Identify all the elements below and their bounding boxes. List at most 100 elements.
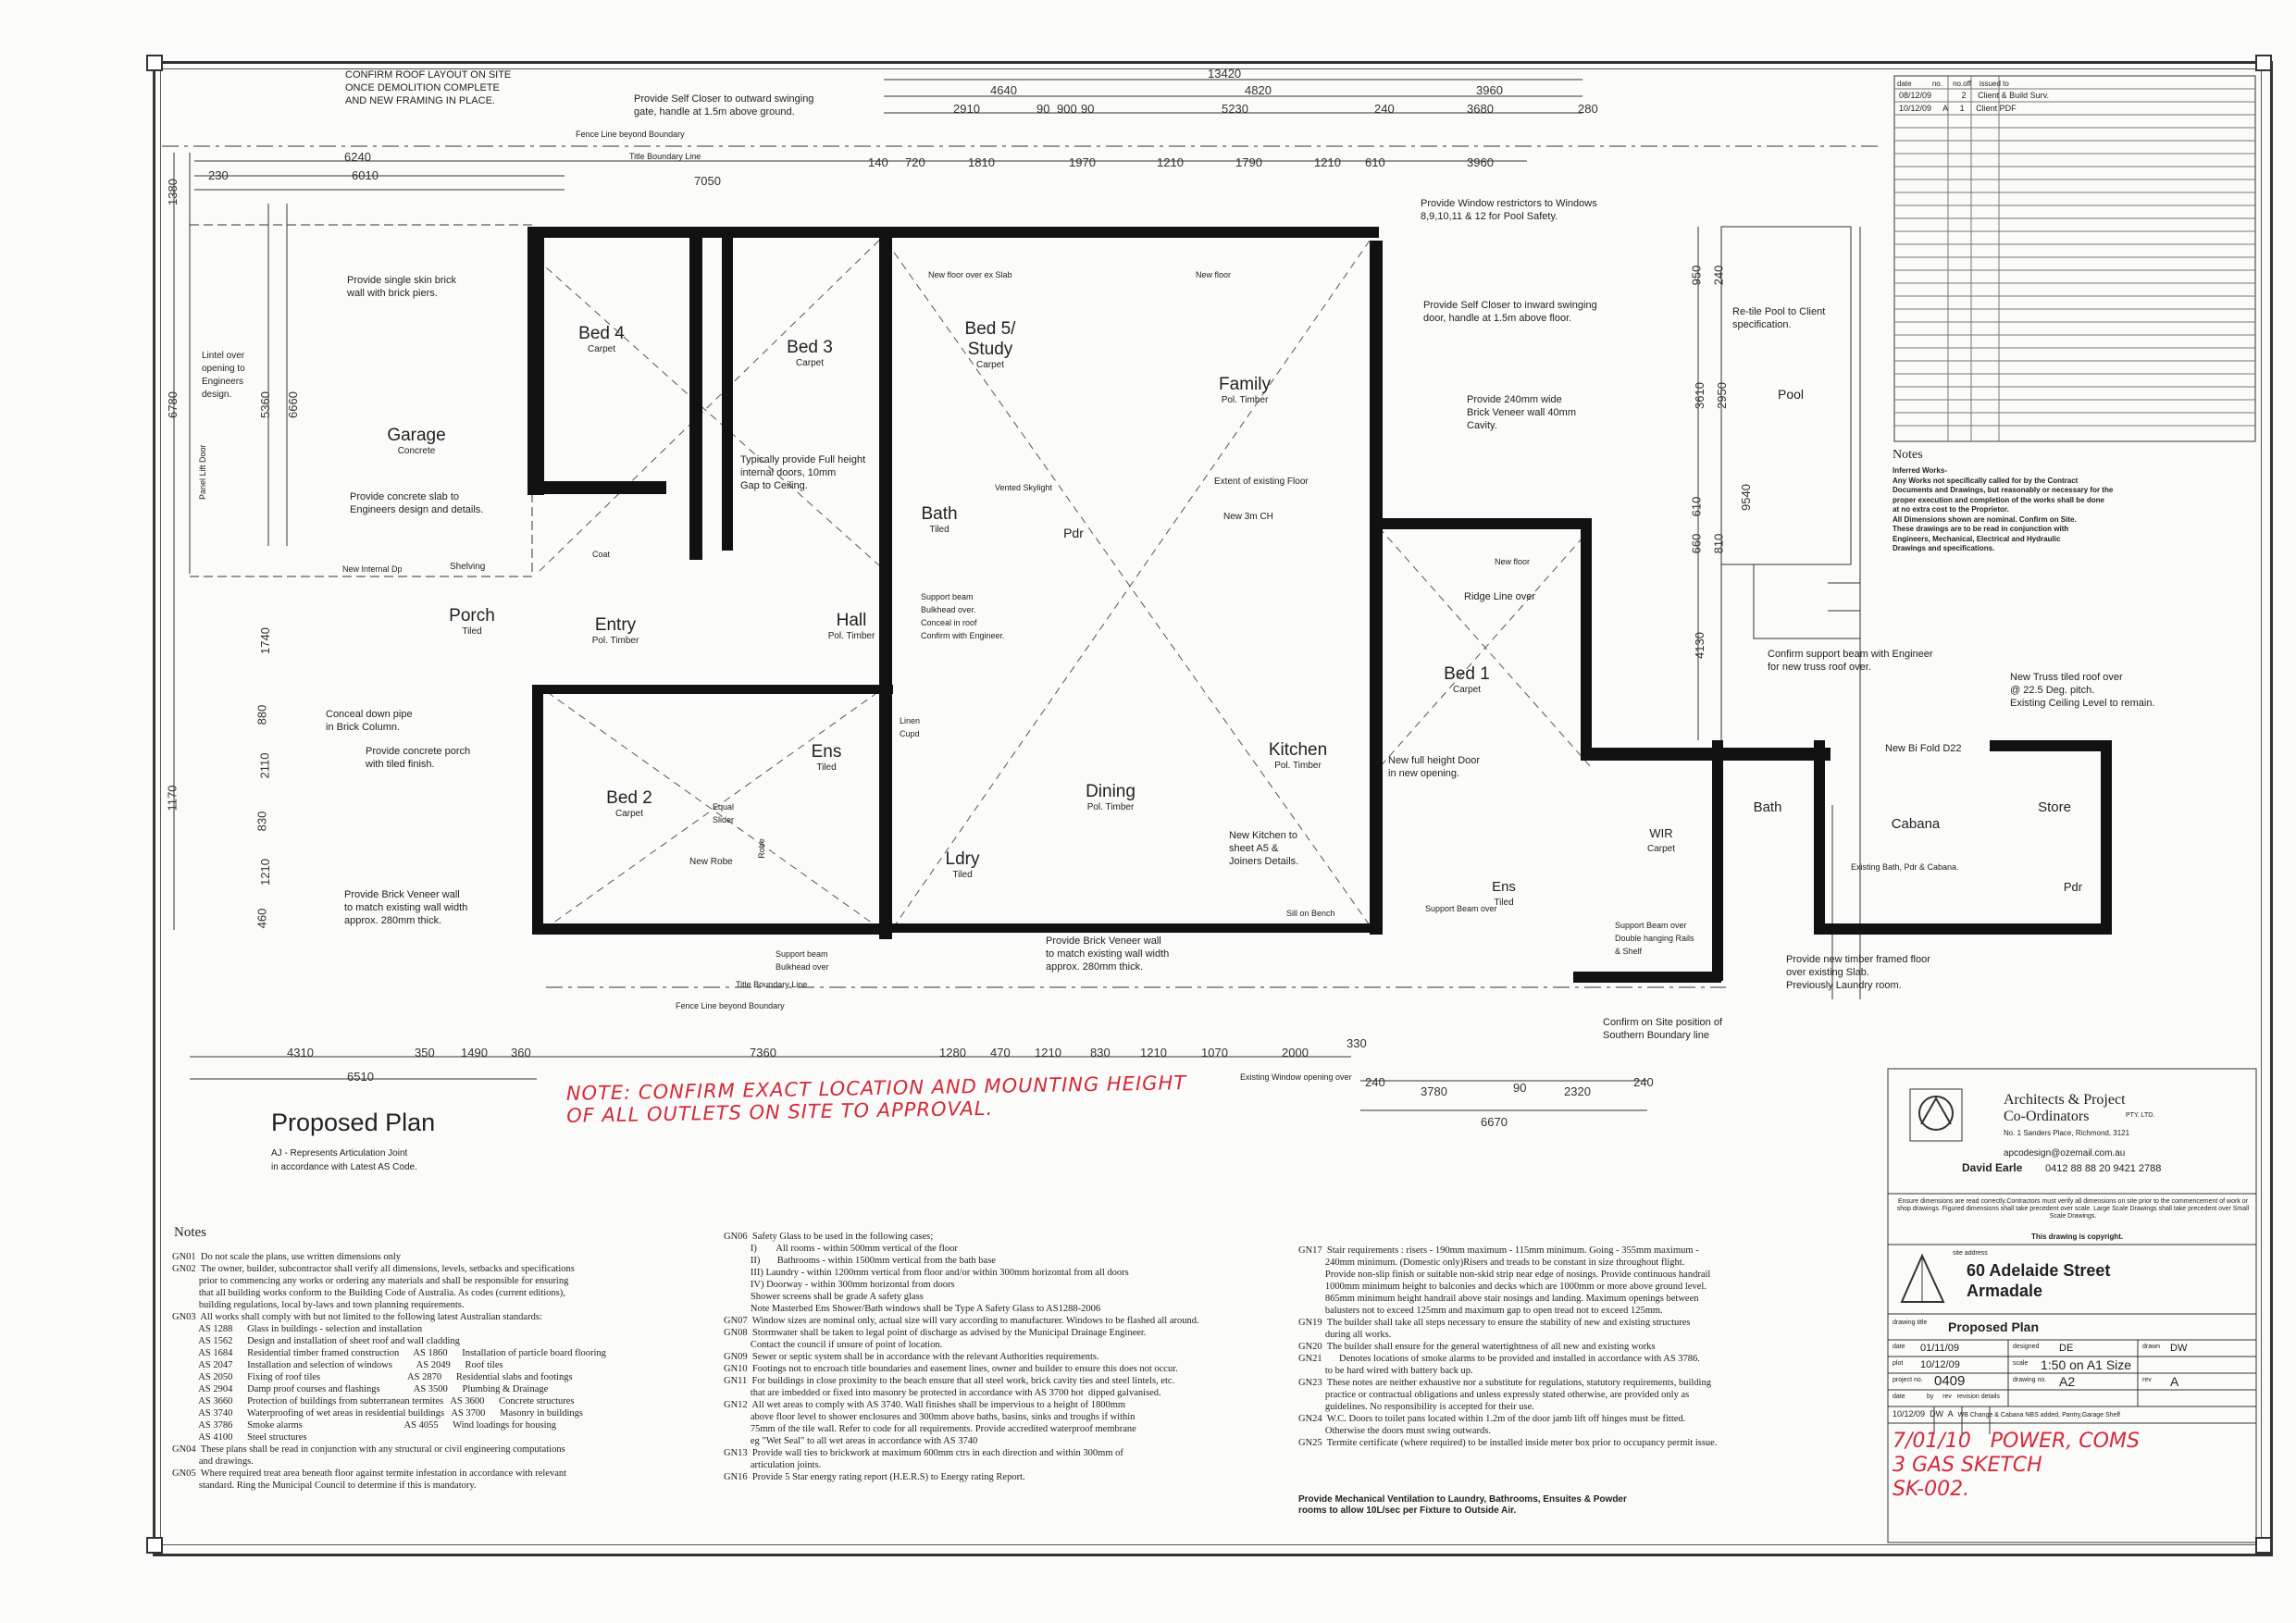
- general-note-line: GN04 These plans shall be read in conjun…: [172, 1444, 565, 1455]
- copyright: This drawing is copyright.: [2031, 1233, 2124, 1241]
- dim-right: 660: [1689, 533, 1704, 554]
- dim-top: 7050: [694, 174, 721, 188]
- dim-bottom: 3780: [1421, 1084, 1447, 1098]
- dim-bottom: 1210: [1140, 1046, 1167, 1059]
- dim-top: 90: [1081, 102, 1095, 116]
- room-pool: Pool: [1777, 387, 1805, 402]
- annotation: Panel Lift Door: [198, 444, 207, 500]
- dim-bottom: 4310: [287, 1046, 314, 1059]
- annotation: New full height Door in new opening.: [1388, 755, 1481, 779]
- annotation: New Truss tiled roof over @ 22.5 Deg. pi…: [2010, 672, 2155, 709]
- rev-table-header: date by rev revision details: [1893, 1394, 2000, 1400]
- dim-top: 4640: [990, 83, 1017, 97]
- annotation: Confirm support beam with Engineer for n…: [1768, 649, 1933, 673]
- general-note-line: AS 1562 Design and installation of sheet…: [172, 1336, 460, 1346]
- corner-marker: [146, 1537, 163, 1554]
- annotation: Support Beam over Double hanging Rails &…: [1615, 921, 1694, 956]
- dim-right: 4130: [1692, 632, 1706, 659]
- dim-top: 1970: [1069, 155, 1096, 169]
- dim-top: 3680: [1467, 102, 1494, 116]
- annotation: Equal Slider: [713, 802, 735, 824]
- dim-right: 950: [1689, 265, 1704, 286]
- sheet-border: [153, 61, 2273, 1556]
- dim-bottom: 360: [511, 1046, 531, 1059]
- general-note-line: GN10 Footings not to encroach title boun…: [724, 1364, 1178, 1374]
- general-note-line: 75mm of the tile wall. Refer to code for…: [724, 1424, 1136, 1434]
- dim-left: 5360: [257, 391, 272, 418]
- dim-bottom: 1490: [461, 1046, 488, 1059]
- company-person: David Earle: [1962, 1161, 2023, 1174]
- annotation: New 3m CH: [1223, 512, 1273, 522]
- corner-marker: [146, 55, 163, 71]
- side-note-line: All Dimensions shown are nominal. Confir…: [1893, 514, 2077, 524]
- rev-row: 10/12/09 A 1 Client PDF: [1899, 104, 2017, 113]
- dim-top: 900: [1057, 102, 1077, 116]
- dim-bottom: 7360: [750, 1046, 776, 1059]
- general-note-line: AS 1684 Residential timber framed constr…: [172, 1348, 606, 1358]
- general-note-line: GN17 Stair requirements : risers - 190mm…: [1298, 1245, 1699, 1256]
- plot-label: plot: [1893, 1360, 1904, 1367]
- annotation: Sill on Bench: [1286, 909, 1335, 918]
- dim-left: 880: [254, 704, 269, 725]
- company-logo: [1909, 1088, 1963, 1142]
- annotation: CONFIRM ROOF LAYOUT ON SITE ONCE DEMOLIT…: [345, 69, 512, 106]
- annotation: Coat: [592, 550, 611, 559]
- rev-table-headers: date no. no.off issued to: [1897, 80, 2009, 88]
- annotation: Fence Line beyond Boundary: [576, 130, 685, 139]
- drawing-title: Proposed Plan: [1948, 1319, 2040, 1334]
- general-note-line: to be hard wired with battery back up.: [1298, 1366, 1473, 1376]
- annotation: New floor: [1495, 557, 1531, 566]
- dim-overall: 13420: [1208, 67, 1242, 81]
- general-note-line: above floor level to shower enclosures a…: [724, 1412, 1136, 1422]
- annotation: Existing Window opening over: [1240, 1072, 1352, 1082]
- side-note-line: Drawings and specifications.: [1893, 544, 1995, 552]
- general-notes-col2: GN06 Safety Glass to be used in the foll…: [724, 1231, 1199, 1483]
- drawing-title-label: drawing title: [1893, 1319, 1928, 1326]
- general-note-line: AS 3786 Smoke alarms AS 4055 Wind loadin…: [172, 1420, 557, 1431]
- dim-bottom: 6510: [347, 1070, 374, 1084]
- side-note-line: Any Works not specifically called for by…: [1893, 476, 2079, 485]
- dim-right: 2950: [1714, 382, 1729, 409]
- general-note-line: GN03 All works shall comply with but not…: [172, 1312, 542, 1322]
- general-note-line: 240mm minimum. (Domestic only)Risers and…: [1298, 1258, 1685, 1268]
- side-note-line: proper execution and completion of the w…: [1893, 495, 2104, 504]
- general-note-line: AS 2047 Installation and selection of wi…: [172, 1360, 503, 1370]
- company-pty: PTY. LTD.: [2126, 1112, 2155, 1119]
- general-note-line: AS 2050 Fixing of roof tiles AS 2870 Res…: [172, 1372, 573, 1382]
- dim-top: 280: [1578, 102, 1598, 116]
- general-note-line: Contact the council if unsure of point o…: [724, 1340, 943, 1350]
- ventilation-note: Provide Mechanical Ventilation to Laundr…: [1298, 1494, 1627, 1516]
- general-note-line: GN01 Do not scale the plans, use written…: [172, 1252, 402, 1262]
- corner-marker: [2255, 1537, 2272, 1554]
- dim-left: 830: [254, 811, 269, 832]
- annotation: Re-tile Pool to Client specification.: [1732, 306, 1826, 330]
- corner-marker: [2255, 55, 2272, 71]
- dim-bottom: 90: [1513, 1081, 1527, 1095]
- annotation: Fence Line beyond Boundary: [676, 1001, 785, 1010]
- dim-left: 6780: [165, 391, 180, 418]
- project-label: project no.: [1893, 1377, 1923, 1383]
- general-note-line: GN12 All wet areas to comply with AS 374…: [724, 1400, 1126, 1410]
- general-note-line: GN06 Safety Glass to be used in the foll…: [724, 1232, 934, 1242]
- dim-top: 140: [868, 155, 888, 169]
- side-note-line: These drawings are to be read in conjunc…: [1893, 525, 2069, 533]
- general-note-line: Shower screens shall be grade A safety g…: [724, 1292, 924, 1302]
- side-notes-heading: Notes: [1893, 448, 1923, 462]
- annotation: Provide Self Closer to inward swinging d…: [1423, 300, 1597, 324]
- dim-left: 2110: [257, 752, 272, 779]
- dim-bottom: 350: [415, 1046, 435, 1059]
- general-note-line: AS 3740 Waterproofing of wet areas in re…: [172, 1408, 584, 1419]
- dim-top: 1810: [968, 155, 995, 169]
- dim-top: 230: [208, 168, 229, 182]
- dim-left: 1210: [257, 859, 272, 886]
- general-note-line: IV) Doorway - within 300mm horizontal fr…: [724, 1280, 955, 1290]
